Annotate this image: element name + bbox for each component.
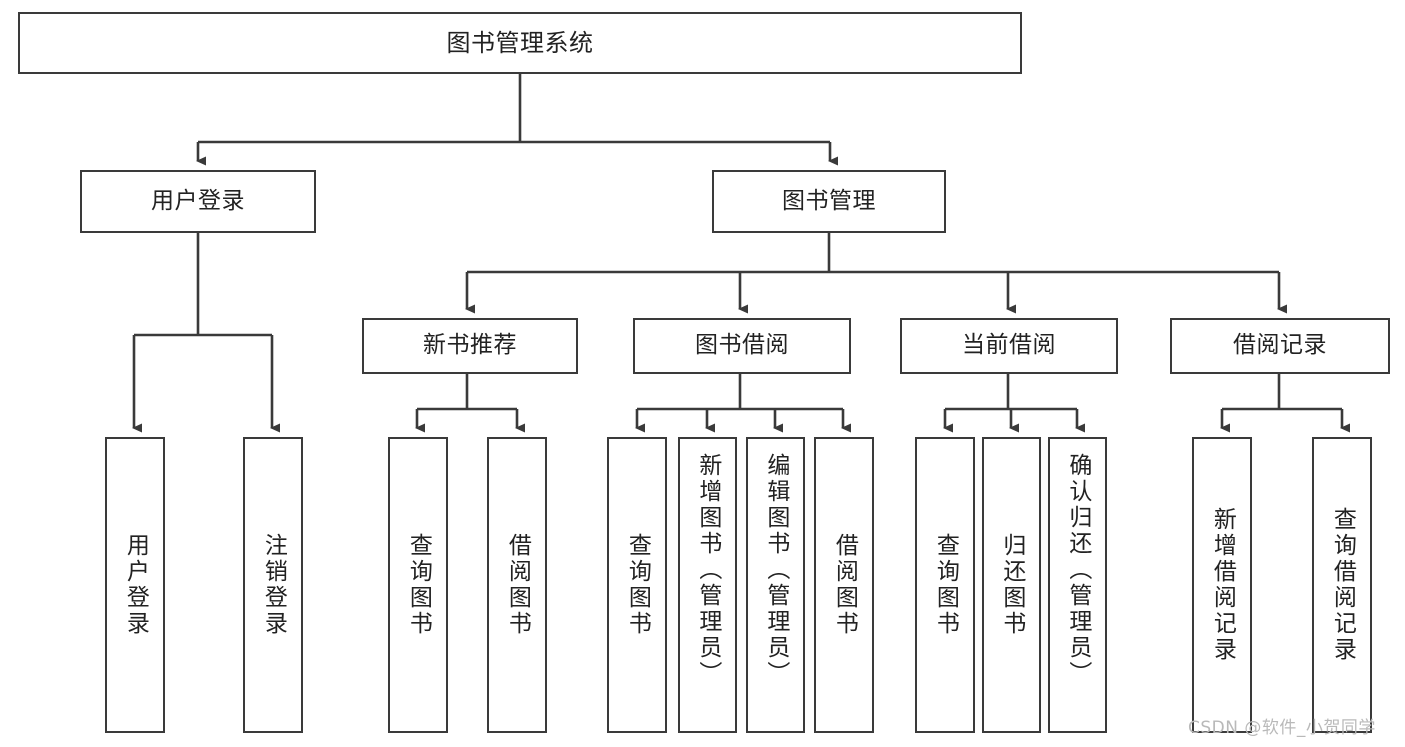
node-current-borrow-label: 当前借阅 <box>962 332 1056 359</box>
leaf-add-record[interactable]: 新增借阅记录 <box>1192 437 1252 733</box>
leaf-borrow-book-1[interactable]: 借阅图书 <box>487 437 547 733</box>
leaf-user-login[interactable]: 用户登录 <box>105 437 165 733</box>
node-user-login[interactable]: 用户登录 <box>80 170 316 233</box>
leaf-borrow-book-2-label: 借阅图书 <box>831 533 858 637</box>
node-new-book-recommend[interactable]: 新书推荐 <box>362 318 578 374</box>
leaf-confirm-return-label: 确认归还（管理员） <box>1064 453 1091 687</box>
node-book-management[interactable]: 图书管理 <box>712 170 946 233</box>
leaf-edit-book-label: 编辑图书（管理员） <box>762 453 789 687</box>
leaf-query-book-2[interactable]: 查询图书 <box>607 437 667 733</box>
leaf-borrow-book-1-label: 借阅图书 <box>504 533 531 637</box>
leaf-user-login-label: 用户登录 <box>122 533 149 637</box>
leaf-edit-book[interactable]: 编辑图书（管理员） <box>746 437 805 733</box>
node-root[interactable]: 图书管理系统 <box>18 12 1022 74</box>
leaf-query-book-3[interactable]: 查询图书 <box>915 437 975 733</box>
leaf-query-record-label: 查询借阅记录 <box>1329 507 1356 663</box>
node-current-borrow[interactable]: 当前借阅 <box>900 318 1118 374</box>
leaf-add-book-label: 新增图书（管理员） <box>694 453 721 687</box>
node-book-management-label: 图书管理 <box>782 187 876 214</box>
node-borrow-record-label: 借阅记录 <box>1233 332 1327 359</box>
node-new-book-recommend-label: 新书推荐 <box>423 332 517 359</box>
node-book-borrow-label: 图书借阅 <box>695 332 789 359</box>
node-root-label: 图书管理系统 <box>446 28 594 57</box>
leaf-add-book[interactable]: 新增图书（管理员） <box>678 437 737 733</box>
leaf-query-book-2-label: 查询图书 <box>624 533 651 637</box>
leaf-query-book-1[interactable]: 查询图书 <box>388 437 448 733</box>
leaf-add-record-label: 新增借阅记录 <box>1209 507 1236 663</box>
leaf-return-book-label: 归还图书 <box>998 533 1025 637</box>
leaf-logout-login[interactable]: 注销登录 <box>243 437 303 733</box>
leaf-return-book[interactable]: 归还图书 <box>982 437 1041 733</box>
node-user-login-label: 用户登录 <box>151 187 245 214</box>
leaf-borrow-book-2[interactable]: 借阅图书 <box>814 437 874 733</box>
leaf-logout-login-label: 注销登录 <box>260 533 287 637</box>
leaf-query-book-1-label: 查询图书 <box>405 533 432 637</box>
node-borrow-record[interactable]: 借阅记录 <box>1170 318 1390 374</box>
leaf-query-record[interactable]: 查询借阅记录 <box>1312 437 1372 733</box>
leaf-query-book-3-label: 查询图书 <box>932 533 959 637</box>
csdn-watermark: CSDN @软件_小贺同学 <box>1188 718 1376 738</box>
node-book-borrow[interactable]: 图书借阅 <box>633 318 851 374</box>
leaf-confirm-return[interactable]: 确认归还（管理员） <box>1048 437 1107 733</box>
